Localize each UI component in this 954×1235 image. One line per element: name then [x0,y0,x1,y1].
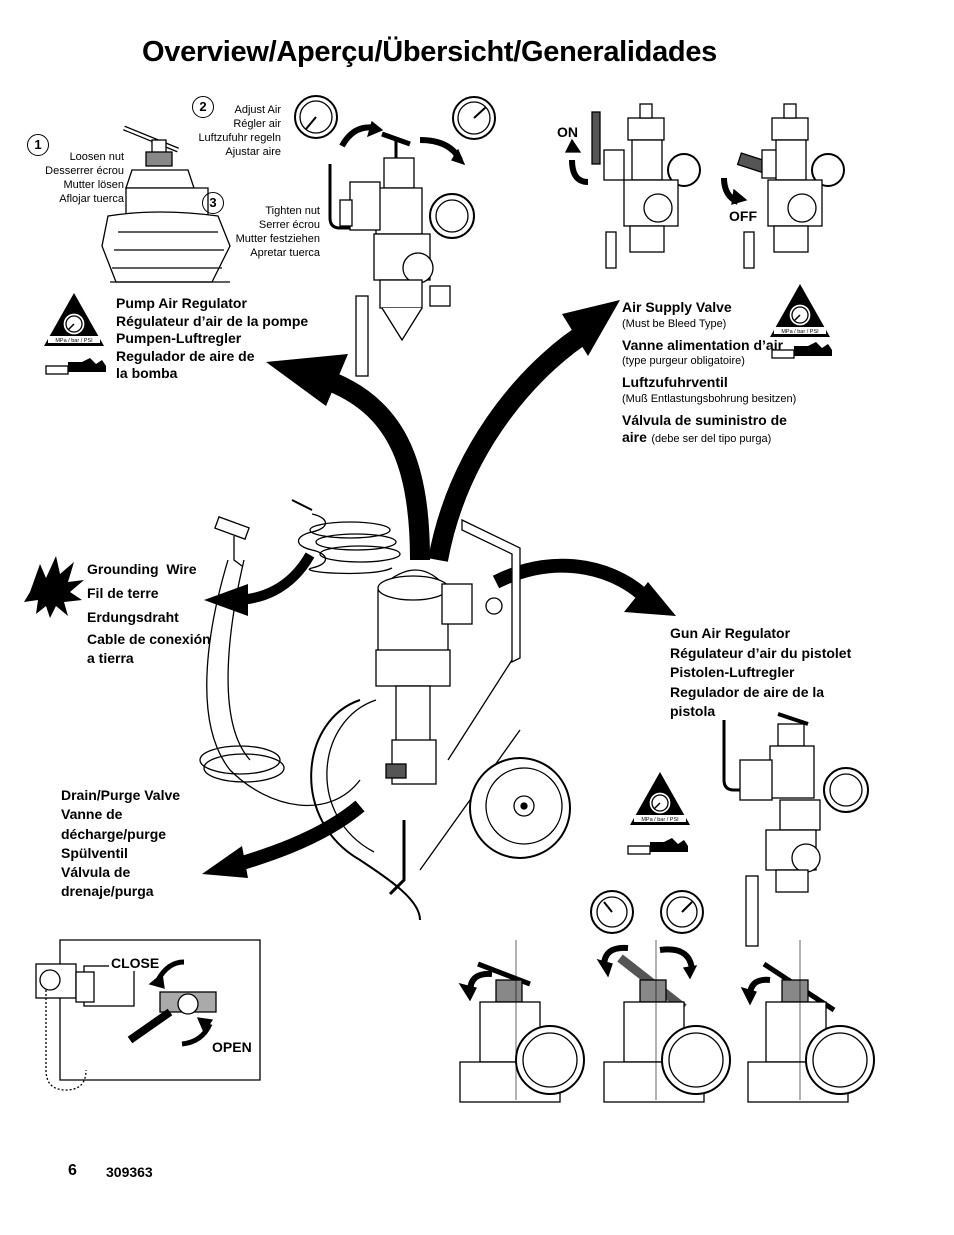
document-number: 309363 [106,1164,153,1180]
grounding-wire-de: Erdungsdraht [87,609,179,625]
pressure-units-caption: MPa / bar / PSI [641,817,679,823]
air-supply-on-image [564,103,701,269]
step-1-text: Loosen nut Desserrer écrou Mutter lösen … [16,150,124,206]
pressure-units-caption: MPa / bar / PSI [55,338,93,344]
step-3-badge: 3 [202,192,224,214]
step-2-line-en: Adjust Air [234,104,281,116]
air-supply-valve-en: Air Supply Valve [622,299,732,315]
step-1-line-de: Mutter lösen [63,179,124,191]
air-supply-valve-es-line2: aire (debe ser del tipo purga) [622,429,842,447]
air-supply-off-image [721,103,845,269]
pump-regulator-assembly [328,131,475,377]
drain-purge-valve-de: Spülventil [61,844,128,861]
pump-air-regulator-label: Pump Air Regulator Régulateur d’air de l… [116,295,308,383]
drain-purge-valve-fr: Vanne de [61,806,123,823]
callout-arrows [202,300,676,878]
gun-air-regulator-de: Pistolen-Luftregler [670,664,795,680]
page-title: Overview/Aperçu/Übersicht/Generalidades [142,36,717,68]
grounding-wire-es: Cable de conexión [87,631,211,647]
step-3-line-en: Tighten nut [265,205,320,217]
drain-purge-valve-fr-2: décharge/purge [61,825,167,842]
grounding-wire-fr: Fil de terre [87,585,159,601]
gun-reg-adjust-views [458,890,875,1103]
pump-air-regulator-es-2: la bomba [116,365,178,381]
gun-air-regulator-es: Regulador de aire de la [670,683,825,700]
step-3-text: Tighten nut Serrer écrou Mutter festzieh… [200,204,320,260]
air-supply-valve-es: Válvula de suministro de [622,411,787,428]
page-number: 6 [68,1162,77,1179]
air-supply-valve-fr-note: (type purgeur obligatoire) [622,355,745,367]
pressure-units-caption: MPa / bar / PSI [781,329,819,335]
gun-air-regulator-es-2: pistola [670,703,716,719]
drain-purge-valve-label: Drain/Purge Valve Vanne de décharge/purg… [61,786,180,902]
regulator-cap-image [101,125,231,283]
step-3-line-de: Mutter festziehen [235,233,320,245]
step-1-line-en: Loosen nut [69,151,124,163]
adjust-gauges [294,95,496,166]
air-supply-valve-de: Luftzufuhrventil [622,374,728,390]
open-label: OPEN [212,1039,252,1055]
step-2-line-es: Ajustar aire [225,146,281,158]
pump-air-regulator-de: Pumpen-Luftregler [116,330,242,346]
hose-fitting-icons [45,342,832,855]
grounding-wire-label: Grounding Wire Fil de terre Erdungsdraht… [87,557,211,667]
air-supply-valve-de-note: (Muß Entlastungsbohrung besitzen) [622,392,797,405]
step-2-line-fr: Régler air [233,118,281,130]
drain-purge-valve-es: Válvula de [61,864,131,881]
gun-regulator-image [722,712,869,947]
step-3-line-es: Apretar tuerca [250,247,320,259]
pump-air-regulator-fr: Régulateur d’air de la pompe [116,312,309,329]
warning-triangles [44,284,830,825]
step-2-badge: 2 [192,96,214,118]
air-supply-valve-es-note: (debe ser del tipo purga) [651,433,772,445]
gun-air-regulator-en: Gun Air Regulator [670,625,791,641]
drain-purge-valve-es-2: drenaje/purga [61,883,154,900]
step-1-line-fr: Desserrer écrou [45,165,124,177]
drain-valve-image [35,939,261,1091]
drain-purge-valve-en: Drain/Purge Valve [61,787,181,803]
air-supply-valve-label: Air Supply Valve (Must be Bleed Type) Va… [622,299,842,447]
step-3-line-fr: Serrer écrou [258,219,320,231]
off-label: OFF [729,208,757,224]
step-1-badge: 1 [27,134,49,156]
close-label: CLOSE [109,955,162,971]
air-supply-valve-fr: Vanne alimentation d’air [622,336,784,353]
pump-air-regulator-es: Regulador de aire de [116,347,255,364]
gun-air-regulator-label: Gun Air Regulator Régulateur d’air du pi… [670,624,851,722]
step-1-line-es: Aflojar tuerca [59,193,124,205]
on-label: ON [557,124,578,140]
step-2-line-de: Luftzufuhr regeln [198,132,281,144]
sprayer-unit [199,499,571,921]
grounding-wire-en: Grounding Wire [87,561,197,577]
grounding-wire-es-2: a tierra [87,650,134,666]
pump-air-regulator-en: Pump Air Regulator [116,295,247,311]
gun-air-regulator-fr: Régulateur d’air du pistolet [670,644,852,661]
air-supply-valve-es-2: aire [622,429,647,445]
step-2-text: Adjust Air Régler air Luftzufuhr regeln … [168,103,281,159]
air-supply-valve-en-note: (Must be Bleed Type) [622,317,727,330]
explosion-icon [24,556,84,618]
